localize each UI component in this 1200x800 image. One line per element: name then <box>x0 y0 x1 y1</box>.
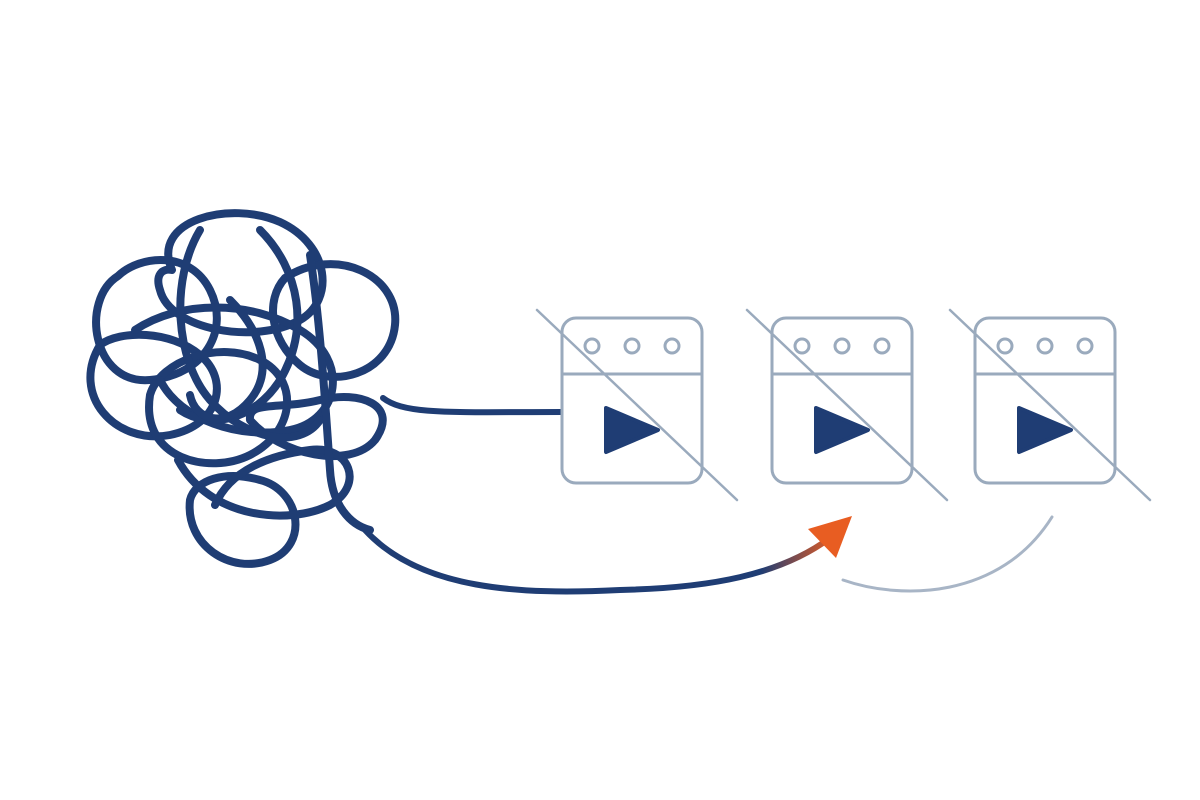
window-dot <box>583 337 601 355</box>
window-dot <box>1036 337 1054 355</box>
video-window-crossed-icon <box>745 308 949 502</box>
window-dot <box>793 337 811 355</box>
tangle-loop <box>186 296 267 423</box>
video-window-crossed-icon <box>948 308 1152 502</box>
play-icon <box>1017 406 1073 454</box>
faded-arc-icon <box>841 515 1054 593</box>
video-window-crossed-icon <box>535 308 739 502</box>
window-dot <box>873 337 891 355</box>
tangled-thread-icon <box>86 209 400 568</box>
tangle-loop <box>131 303 337 437</box>
tangle-loop <box>154 209 327 337</box>
play-icon <box>604 406 660 454</box>
window-dot <box>996 337 1014 355</box>
strike-through-line <box>535 308 739 502</box>
tangle-loop <box>174 445 354 520</box>
play-icon <box>814 406 870 454</box>
video-window-row <box>535 308 1152 502</box>
tangle-loop <box>306 251 374 534</box>
tangle-loop <box>185 472 300 568</box>
arrow-head <box>808 516 852 558</box>
strike-through-line <box>745 308 949 502</box>
window-dot <box>623 337 641 355</box>
tangle-loop <box>86 330 221 441</box>
tangle-loop <box>269 260 400 381</box>
window-dot <box>663 337 681 355</box>
tangle-loop <box>176 226 324 442</box>
window-dot <box>833 337 851 355</box>
connector-line <box>380 395 565 416</box>
window-dot <box>1076 337 1094 355</box>
strike-through-line <box>948 308 1152 502</box>
tangle-loop <box>145 348 292 468</box>
curved-arrow-icon <box>362 527 833 595</box>
